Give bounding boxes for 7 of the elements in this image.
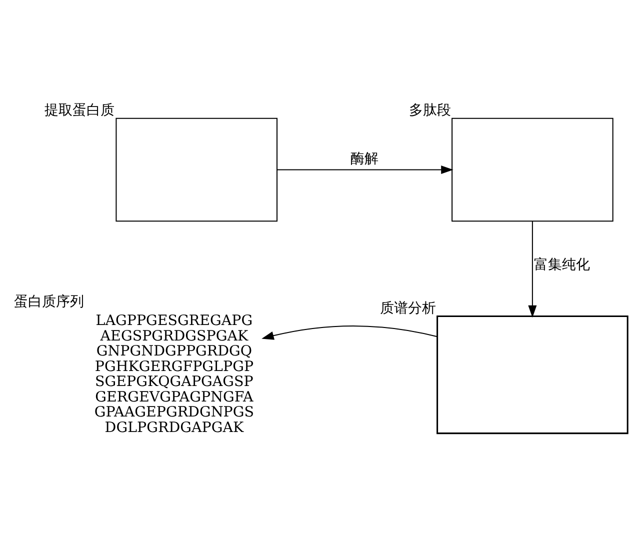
node-label: 提取蛋白质 — [44, 102, 115, 118]
edge-label: 富集纯化 — [534, 257, 590, 274]
node-label: 质谱分析 — [380, 300, 436, 316]
node-label: 多肽段 — [409, 102, 452, 118]
node-text: LAGPPGESGREGAPG AEGSPGRDGSPGAK GNPGNDGPPGRDGQ PGHKGERGFPGLPGP SGEPGKQGAPGAGSP GERGEVGPAGPNGFA GPAAGEPGRDGNPGS DGLPGRDGAPGAK — [94, 313, 254, 436]
edge-label: 酶解 — [350, 150, 379, 167]
node-label: 蛋白质序列 — [14, 294, 84, 310]
